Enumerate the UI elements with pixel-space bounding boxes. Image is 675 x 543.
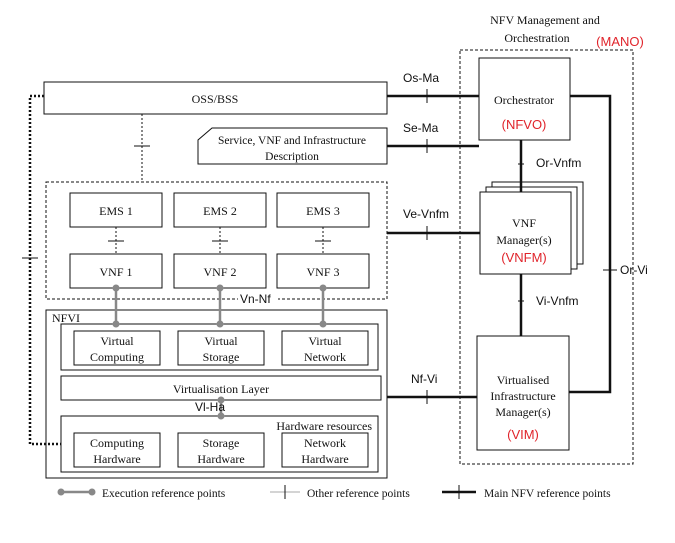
network-hardware-line1: Network [304, 436, 346, 450]
virtual-storage-box [177, 330, 265, 366]
exec-dot [319, 320, 327, 328]
virtualisation-layer-box [60, 375, 382, 401]
description-line2: Description [265, 151, 319, 163]
mano-container [459, 49, 634, 465]
oss-hardware-dotted-link [28, 94, 61, 446]
exec-dot [216, 320, 224, 328]
virtualisation-layer-label: Virtualisation Layer [173, 382, 269, 396]
ems-3-label: EMS 3 [306, 204, 340, 218]
vnfm-line1: VNF [512, 216, 536, 230]
legend-execution-dot [88, 488, 96, 496]
mano-title-line1: NFV Management and [490, 13, 600, 27]
orchestrator-label: Orchestrator [494, 93, 554, 107]
nf-vi-label: Nf-Vi [411, 372, 437, 386]
exec-dot [216, 284, 224, 292]
exec-dot [319, 284, 327, 292]
computing-hardware-box [73, 432, 161, 468]
oss-bss-box [43, 81, 388, 115]
hardware-resources-title: Hardware resources [276, 419, 372, 433]
network-hardware-line2: Hardware [301, 452, 348, 466]
ems-3-box [276, 192, 370, 228]
nfvi-title: NFVI [52, 311, 80, 325]
virtual-network-box [281, 330, 369, 366]
os-ma-label: Os-Ma [403, 71, 439, 85]
vnfm-line2: Manager(s) [496, 233, 551, 247]
oss-bss-label: OSS/BSS [192, 92, 239, 106]
vim-line3: Manager(s) [495, 405, 550, 419]
vn-nf-label: Vn-Nf [240, 292, 271, 306]
vn-nf-label-bg [238, 292, 278, 305]
virtual-storage-line1: Virtual [204, 334, 238, 348]
virtual-computing-line2: Computing [90, 350, 144, 364]
vnf-3-label: VNF 3 [306, 265, 339, 279]
storage-hardware-box [177, 432, 265, 468]
network-hardware-box [281, 432, 369, 468]
mano-abbr: (MANO) [596, 34, 644, 49]
storage-hardware-line2: Hardware [197, 452, 244, 466]
vnf-3-box [276, 253, 370, 289]
description-line1: Service, VNF and Infrastructure [218, 135, 366, 147]
legend-execution-label: Execution reference points [102, 488, 226, 500]
vnf-2-box [173, 253, 267, 289]
vnfm-box [479, 191, 572, 275]
se-ma-label: Se-Ma [403, 121, 439, 135]
vnfm-abbr: (VNFM) [501, 250, 547, 265]
or-vi-line [569, 94, 612, 394]
ve-vnfm-label: Ve-Vnfm [403, 207, 449, 221]
exec-dot [112, 284, 120, 292]
legend-main-label: Main NFV reference points [484, 488, 611, 500]
virtual-computing-line1: Virtual [100, 334, 134, 348]
exec-dot [217, 412, 225, 420]
computing-hardware-line2: Hardware [93, 452, 140, 466]
vim-line2: Infrastructure [490, 389, 555, 403]
or-vnfm-label: Or-Vnfm [536, 156, 581, 170]
vim-line1: Virtualised [497, 373, 550, 387]
vnf-1-label: VNF 1 [99, 265, 132, 279]
ems-1-label: EMS 1 [99, 204, 133, 218]
vnf-2-label: VNF 2 [203, 265, 236, 279]
ems-1-box [69, 192, 163, 228]
computing-hardware-line1: Computing [90, 436, 144, 450]
vi-vnfm-label: Vi-Vnfm [536, 294, 578, 308]
storage-hardware-line1: Storage [203, 436, 240, 450]
legend-other-label: Other reference points [307, 488, 410, 500]
or-vi-label: Or-Vi [620, 263, 648, 277]
legend-execution-dot [57, 488, 65, 496]
vl-ha-label: Vl-Ha [195, 400, 225, 414]
orchestrator-box [478, 57, 571, 141]
vnf-domain-container [45, 181, 388, 300]
exec-dot [217, 396, 225, 404]
nfvo-abbr: (NFVO) [502, 117, 547, 132]
exec-dot [112, 320, 120, 328]
virtual-network-line2: Network [304, 350, 346, 364]
virtual-computing-box [73, 330, 161, 366]
mano-title-line2: Orchestration [504, 31, 569, 45]
vim-abbr: (VIM) [507, 427, 539, 442]
ems-2-label: EMS 2 [203, 204, 237, 218]
description-box [197, 127, 388, 165]
virtual-network-line1: Virtual [308, 334, 342, 348]
virtual-storage-line2: Storage [203, 350, 240, 364]
